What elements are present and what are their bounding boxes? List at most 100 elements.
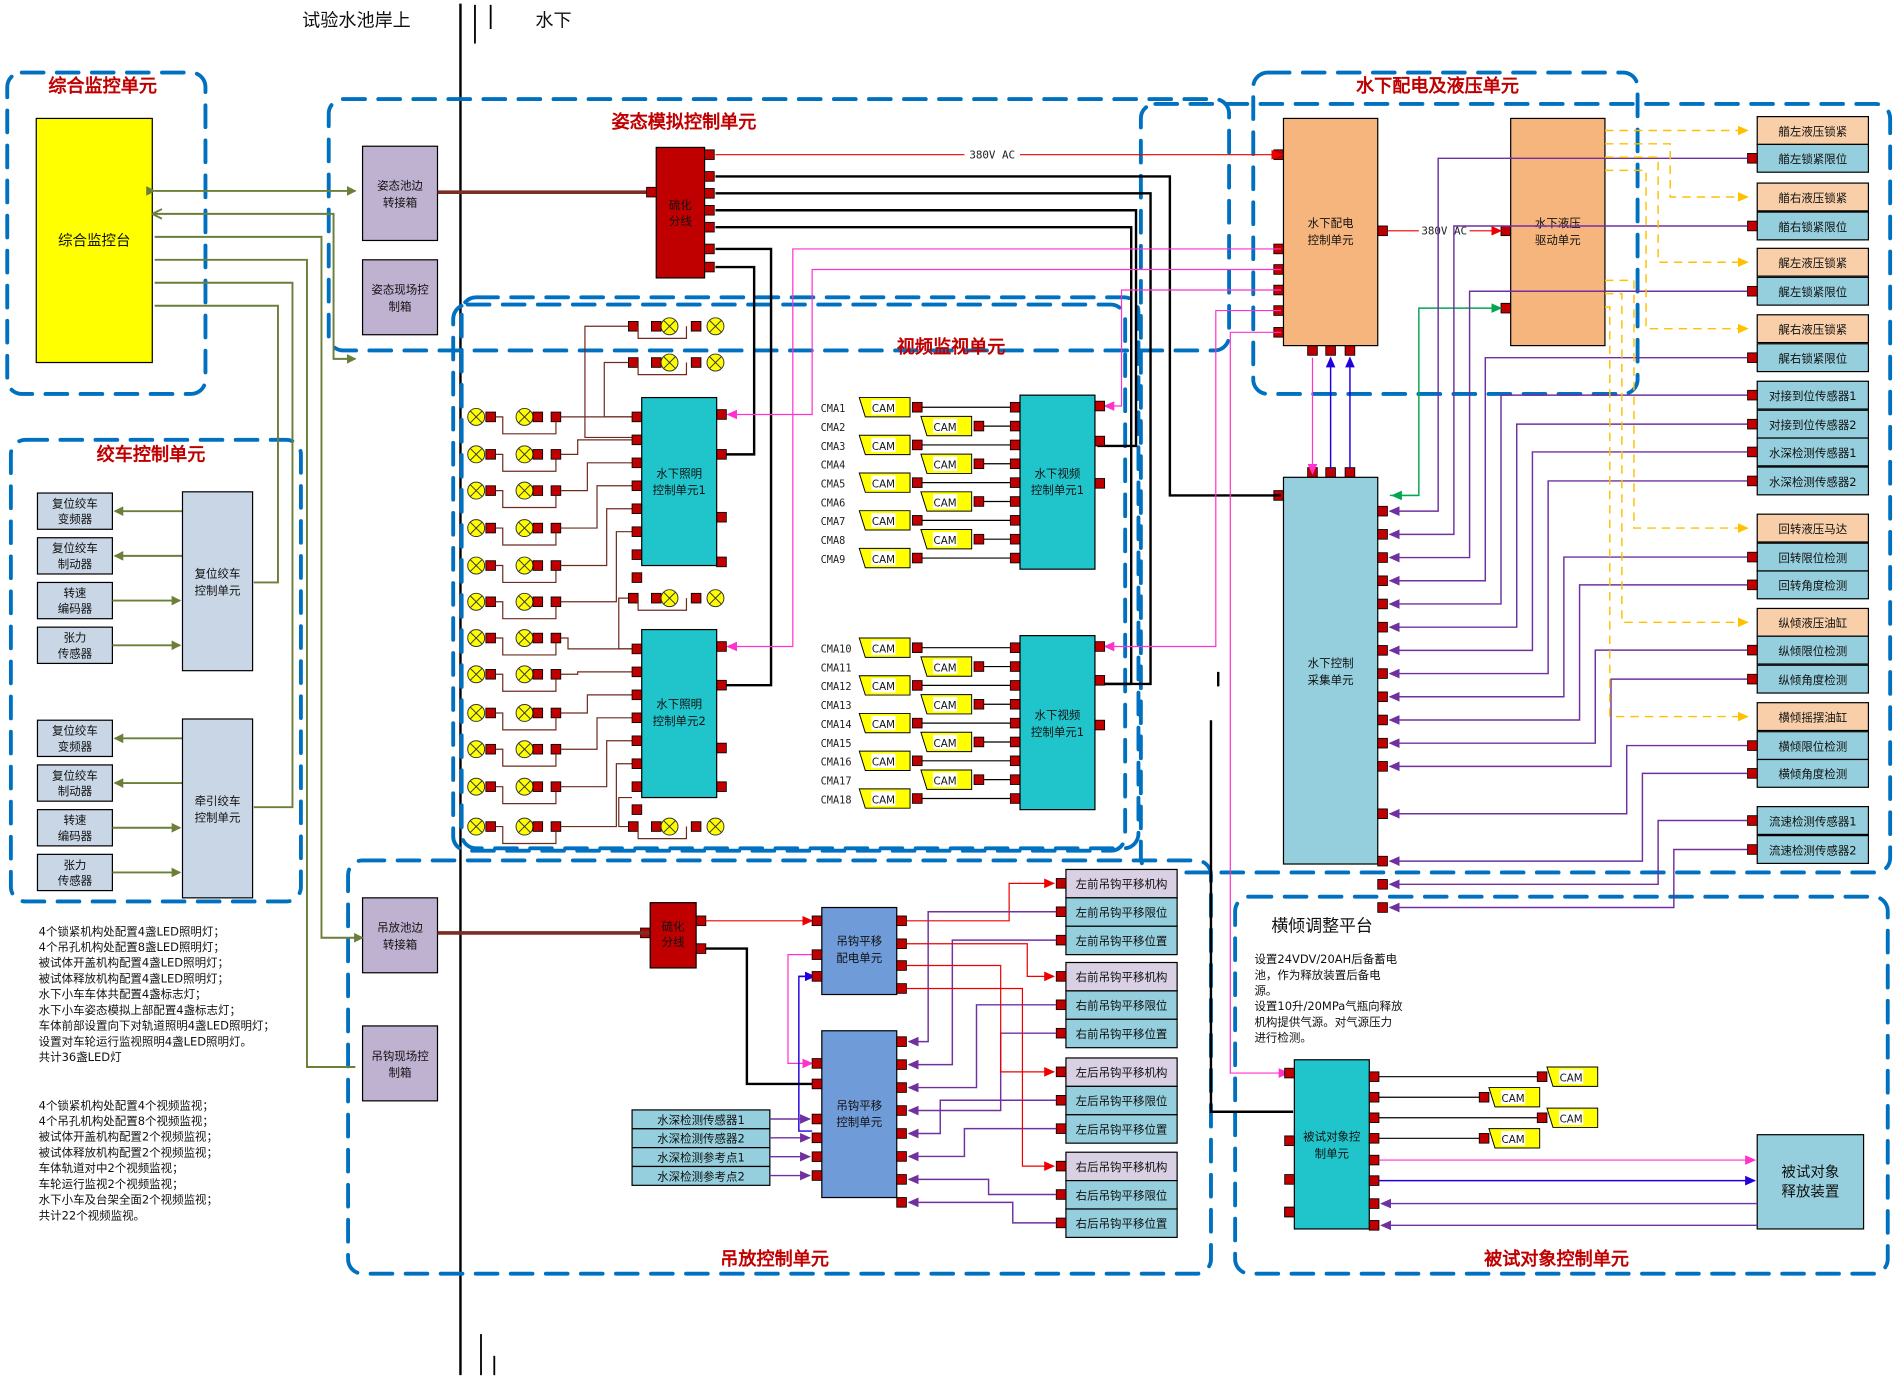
release-device[interactable]: 被试对象 释放装置	[1756, 1134, 1865, 1230]
device-label: 回转限位检测	[1778, 551, 1847, 565]
connector-port	[1009, 458, 1021, 470]
wire	[560, 531, 633, 603]
wire	[618, 796, 633, 828]
sensor-box[interactable]: 纵倾限位检测	[1756, 635, 1870, 665]
connector-port	[811, 1078, 823, 1090]
acquisition-unit[interactable]: 水下控制 采集单元	[1282, 476, 1379, 865]
actuator-box[interactable]: 艏左液压锁紧	[1756, 116, 1870, 146]
actuator-box[interactable]: 纵倾液压油缸	[1756, 607, 1870, 637]
lighting-note-line: 被试体释放机构配置4盏LED照明灯；	[39, 971, 229, 985]
actuator-box[interactable]: 横倾摇摆油缸	[1756, 702, 1870, 732]
lifting-poolside-box[interactable]: 吊放池边 转接箱	[361, 897, 439, 974]
winch-device-l2: 编码器	[58, 829, 93, 843]
depth-sensor-box[interactable]: 水深检测参考点2	[631, 1165, 771, 1186]
attitude-power-label: 380V AC	[969, 148, 1015, 161]
hook-sensor-box[interactable]: 左前吊钩平移限位	[1065, 897, 1178, 927]
wire	[560, 671, 633, 675]
sensor-box[interactable]: 回转角度检测	[1756, 570, 1870, 600]
connector-port	[1377, 645, 1388, 656]
target-control-unit[interactable]: 被试对象控 制单元	[1293, 1059, 1370, 1230]
attitude-splitter[interactable]: 硫化 分线	[655, 146, 706, 279]
reset-winch-controller[interactable]: 复位绞车 控制单元	[181, 491, 254, 672]
sensor-box[interactable]: 流速检测传感器2	[1756, 835, 1870, 865]
device-label: 对接到位传感器2	[1769, 418, 1857, 432]
depth-sensor-box[interactable]: 水深检测参考点1	[631, 1147, 771, 1168]
attitude-field-box[interactable]: 姿态现场控 制箱	[361, 259, 439, 336]
video-controller-1[interactable]: 水下视频 控制单元1	[1019, 394, 1096, 570]
hook-sensor-box[interactable]: 右前吊钩平移位置	[1065, 1018, 1178, 1049]
lighting-controller-2[interactable]: 水下照明 控制单元2	[641, 628, 718, 799]
hook-sensor-box[interactable]: 右前吊钩平移限位	[1065, 990, 1178, 1020]
device-label: 艏左液压锁紧	[1778, 124, 1847, 138]
actuator-box[interactable]: 艉左液压锁紧	[1756, 247, 1870, 277]
wire	[1604, 156, 1749, 268]
wire	[907, 1004, 1057, 1093]
connector-port	[973, 699, 985, 710]
led-lamp-icon	[467, 556, 486, 575]
actuator-box[interactable]: 回转液压马达	[1756, 513, 1870, 543]
sensor-box[interactable]: 艏左锁紧限位	[1756, 143, 1870, 173]
connector-port	[1377, 621, 1388, 633]
pink-control-links	[726, 248, 1318, 1078]
hook-sensor-box[interactable]: 左后吊钩平移位置	[1065, 1114, 1178, 1144]
sensor-box[interactable]: 流速检测传感器1	[1756, 806, 1870, 836]
depth-sensor-box[interactable]: 水深检测传感器2	[631, 1128, 771, 1149]
sensor-box[interactable]: 纵倾角度检测	[1756, 664, 1870, 694]
hook-actuator-box[interactable]: 左前吊钩平移机构	[1065, 868, 1178, 899]
sensor-box[interactable]: 艏右锁紧限位	[1756, 211, 1870, 241]
attitude-poolside-box[interactable]: 姿态池边 转接箱	[361, 145, 439, 242]
hook-sensor-box[interactable]: 右后吊钩平移限位	[1065, 1180, 1178, 1210]
winch-device-l2: 制动器	[58, 557, 93, 571]
connector-port	[690, 821, 702, 832]
sensor-box[interactable]: 水深检测传感器1	[1756, 437, 1870, 467]
sensor-box[interactable]: 横倾限位检测	[1756, 731, 1870, 761]
actuator-box[interactable]: 艉右液压锁紧	[1756, 314, 1870, 344]
hook-sensor-box[interactable]: 左后吊钩平移限位	[1065, 1085, 1178, 1116]
hook-actuator-box[interactable]: 右后吊钩平移机构	[1065, 1151, 1178, 1182]
sensor-box[interactable]: 艉左锁紧限位	[1756, 276, 1870, 306]
reset-winch-controller-l1: 复位绞车	[195, 567, 241, 581]
tow-winch-controller[interactable]: 牵引绞车 控制单元	[181, 718, 254, 899]
video-controller-2[interactable]: 水下视频 控制单元1	[1019, 635, 1096, 811]
wire	[1388, 157, 1748, 516]
sensor-box[interactable]: 水深检测传感器2	[1756, 466, 1870, 496]
sensor-box[interactable]: 艉右锁紧限位	[1756, 343, 1870, 373]
lamp-cross	[518, 521, 531, 535]
hook-actuator-box[interactable]: 左后吊钩平移机构	[1065, 1057, 1178, 1087]
hook-sensor-box[interactable]: 右后吊钩平移位置	[1065, 1208, 1178, 1239]
sensor-box[interactable]: 对接到位传感器2	[1756, 409, 1870, 439]
sensor-box[interactable]: 横倾角度检测	[1756, 758, 1870, 788]
connector-port	[485, 522, 496, 534]
sensor-box[interactable]: 回转限位检测	[1756, 542, 1870, 572]
sensor-box[interactable]: 对接到位传感器1	[1756, 380, 1870, 410]
hook-field-box[interactable]: 吊钩现场控 制箱	[361, 1025, 439, 1102]
led-lamp-icon	[515, 740, 534, 759]
hook-sensor-box[interactable]: 左前吊钩平移位置	[1065, 925, 1178, 956]
led-lamp-icon	[706, 353, 725, 372]
lifting-splitter[interactable]: 硫化 分线	[649, 902, 697, 969]
depth-sensor-box[interactable]: 水深检测传感器1	[631, 1109, 771, 1130]
device-label: 艉左液压锁紧	[1778, 256, 1847, 270]
connector-port	[1747, 579, 1758, 591]
camera-label: CAM	[934, 662, 957, 674]
hook-control-unit[interactable]: 吊钩平移 控制单元	[821, 1030, 898, 1199]
hook-actuator-box[interactable]: 右前吊钩平移机构	[1065, 961, 1178, 992]
connector-port	[650, 321, 662, 332]
device-box-bg	[1756, 570, 1870, 600]
lamp-cross	[518, 595, 531, 609]
hydraulic-drive-unit[interactable]: 水下液压 驱动单元	[1510, 117, 1606, 347]
actuator-box[interactable]: 艏右液压锁紧	[1756, 182, 1870, 212]
underwater-power-unit[interactable]: 水下配电 控制单元	[1282, 117, 1379, 347]
hook-power-unit[interactable]: 吊钩平移 配电单元	[821, 906, 898, 996]
connector-port	[1055, 1094, 1067, 1106]
lighting-controller-1[interactable]: 水下照明 控制单元1	[641, 396, 718, 567]
monitoring-console[interactable]: 综合监控台	[35, 117, 153, 364]
